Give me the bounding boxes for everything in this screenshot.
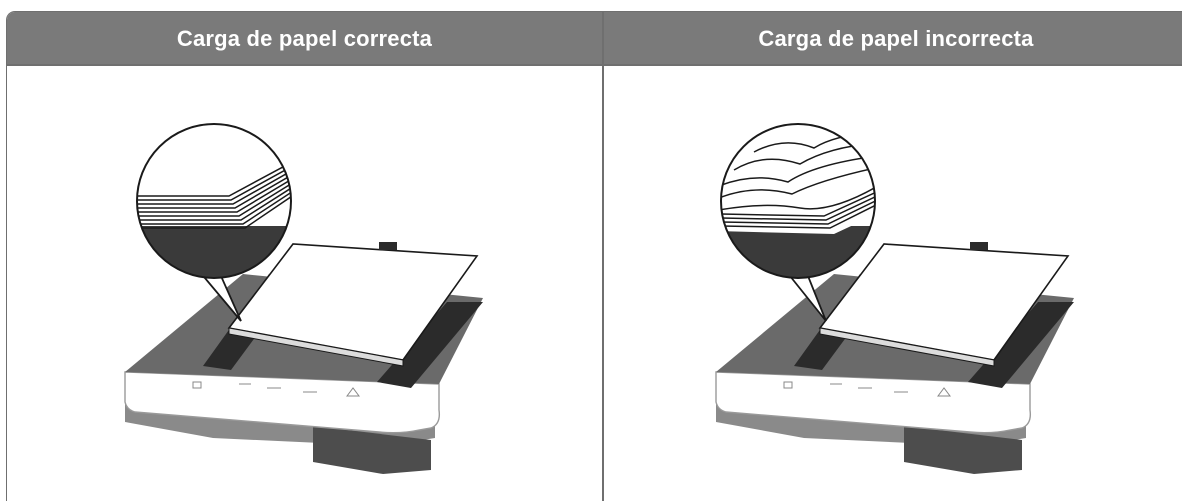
- comparison-table: Carga de papel correcta Carga de papel i…: [6, 11, 1182, 501]
- header-incorrect-loading: Carga de papel incorrecta: [758, 26, 1034, 51]
- cell-incorrect-loading: [604, 66, 1182, 501]
- paper-tray-incorrect-illustration: [715, 123, 1074, 474]
- cell-correct-loading: [7, 66, 602, 501]
- paper-tray-correct-illustration: [124, 123, 483, 474]
- table-header-row: Carga de papel correcta Carga de papel i…: [7, 12, 1182, 64]
- header-correct-loading: Carga de papel correcta: [176, 26, 433, 51]
- column-divider: [602, 12, 604, 501]
- header-divider: [7, 64, 1182, 66]
